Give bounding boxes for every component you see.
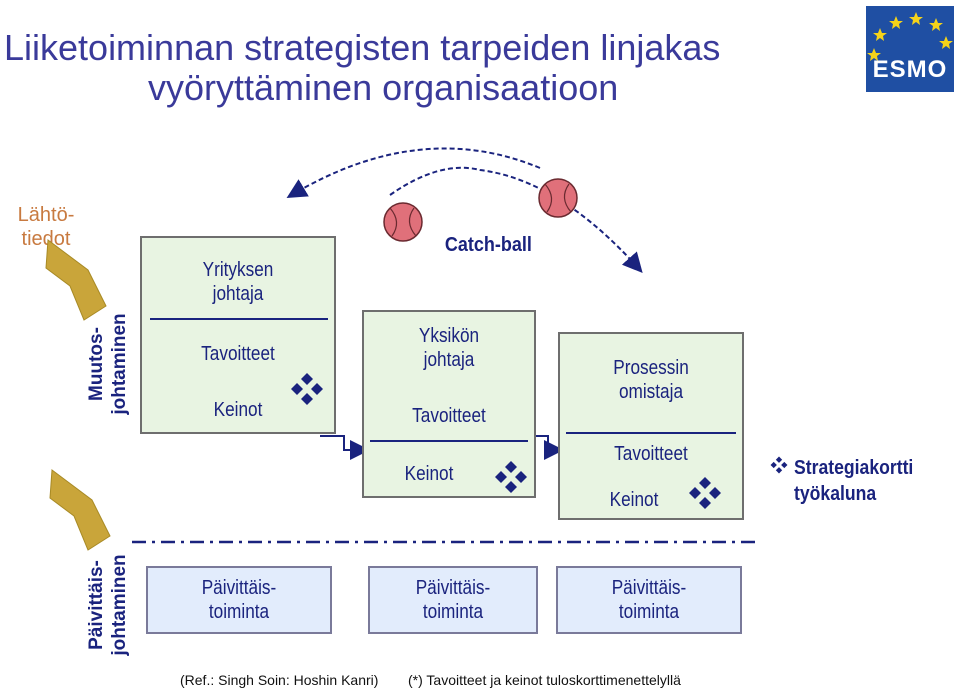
daily-operations-box-1: Päivittäis- toiminta (146, 566, 332, 634)
divider (370, 440, 528, 442)
yritys-line-2: johtaja (212, 283, 264, 305)
lahtotiedot-label: Lähtö- tiedot (16, 203, 76, 251)
yksikko-goals: Tavoitteet (412, 405, 486, 427)
prosessi-title: Prosessin omistaja (573, 356, 730, 404)
title-line-1: Liiketoiminnan strategisten tarpeiden li… (4, 27, 721, 68)
daily-2-text: Päivittäis- toiminta (382, 576, 525, 624)
lahto-line-2: tiedot (21, 228, 71, 250)
prosessi-goals: Tavoitteet (614, 443, 688, 465)
lahto-line-1: Lähtö- (17, 204, 75, 226)
chevron-arrow-icon (49, 469, 111, 551)
diamond-bullet-icon (291, 373, 323, 405)
daily-1-line-1: Päivittäis- (201, 577, 277, 599)
yksikko-line-2: johtaja (423, 349, 475, 371)
daily-operations-box-3: Päivittäis- toiminta (556, 566, 742, 634)
daily-2-line-1: Päivittäis- (415, 577, 491, 599)
esmo-logo: ESMO (866, 6, 954, 92)
catchball-arc-forward (389, 166, 643, 273)
chevron-arrow-icon (45, 239, 107, 321)
daily-1-line-2: toiminta (208, 601, 270, 623)
daily-1-text: Päivittäis- toiminta (161, 576, 318, 624)
strategy-line-1: Strategiakortti (794, 457, 914, 479)
yksikko-means: Keinot (404, 463, 454, 485)
yksikko-line-1: Yksikön (418, 325, 480, 347)
daily-3-line-1: Päivittäis- (611, 577, 687, 599)
diamond-bullet-icon (495, 461, 527, 493)
divider (150, 318, 328, 320)
catch-ball-text: Catch-ball (444, 234, 532, 256)
yritys-goals: Tavoitteet (201, 343, 275, 365)
prosessi-line-1: Prosessin (613, 357, 689, 379)
diamond-bullet-icon (689, 477, 721, 509)
prosessi-line-2: omistaja (618, 381, 684, 403)
yritys-title: Yrityksen johtaja (155, 258, 320, 306)
prosessi-means: Keinot (609, 489, 659, 511)
logo-text: ESMO (872, 56, 948, 83)
daily-3-text: Päivittäis- toiminta (571, 576, 728, 624)
strategy-line-2: työkaluna (794, 483, 877, 505)
catchball-arc-back (286, 147, 541, 199)
daily-operations-box-2: Päivittäis- toiminta (368, 566, 538, 634)
daily-2-line-2: toiminta (422, 601, 484, 623)
footnote: (*) Tavoitteet ja keinot tuloskorttimene… (408, 672, 681, 688)
ball-icon (538, 178, 578, 218)
diamond-bullet-icon (770, 456, 788, 474)
connector-3 (530, 435, 564, 460)
yritys-means: Keinot (213, 399, 263, 421)
yksikko-title: Yksikön johtaja (376, 324, 522, 372)
connector-2 (344, 400, 364, 436)
page-title: Liiketoiminnan strategisten tarpeiden li… (4, 28, 854, 108)
reference-note: (Ref.: Singh Soin: Hoshin Kanri) (180, 672, 379, 688)
catch-ball-label: Catch-ball (445, 234, 532, 257)
eu-stars-icon (867, 12, 953, 61)
yritys-line-1: Yrityksen (202, 259, 274, 281)
box-prosessin-omistaja: Prosessin omistaja Tavoitteet Keinot (558, 332, 744, 520)
ball-icon (383, 202, 423, 242)
divider (566, 432, 736, 434)
daily-3-line-2: toiminta (618, 601, 680, 623)
title-line-2: vyöryttäminen organisaatioon (148, 67, 619, 108)
connector-1 (320, 435, 370, 460)
strategiakortti-label: Strategiakortti työkaluna (794, 455, 913, 507)
